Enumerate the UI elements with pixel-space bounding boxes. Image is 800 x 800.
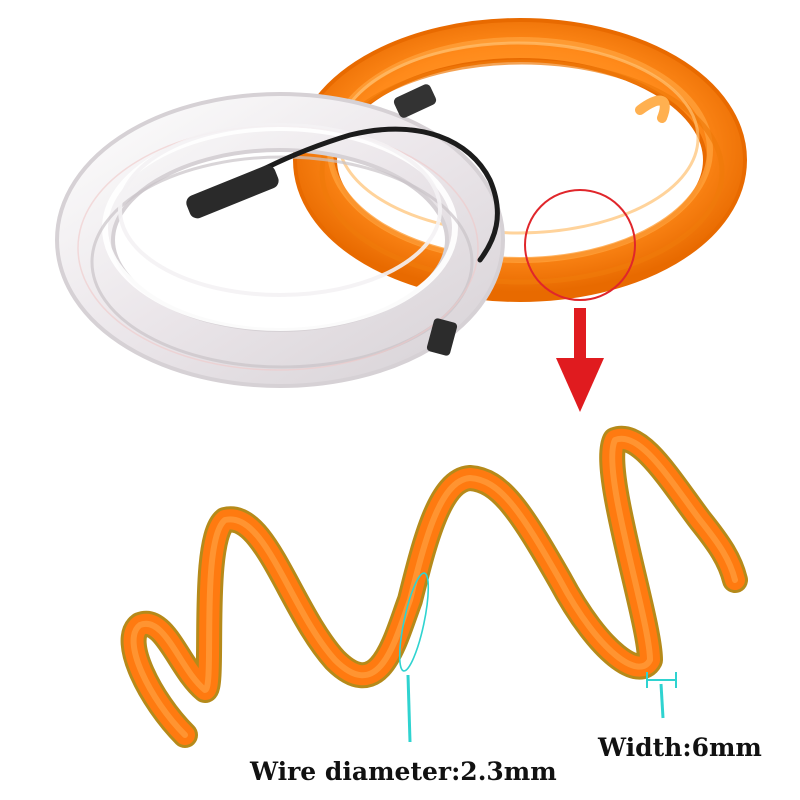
connector-cable xyxy=(186,84,500,356)
width-label: Width:6mm xyxy=(598,733,762,762)
flat-strip-closeup xyxy=(120,425,748,748)
wire-diameter-label: Wire diameter:2.3mm xyxy=(250,757,557,786)
diameter-measure xyxy=(398,572,430,743)
width-measure xyxy=(646,672,677,719)
clear-wire-coil xyxy=(55,92,505,388)
down-arrow-icon xyxy=(556,308,604,412)
highlight-circle xyxy=(524,189,636,301)
